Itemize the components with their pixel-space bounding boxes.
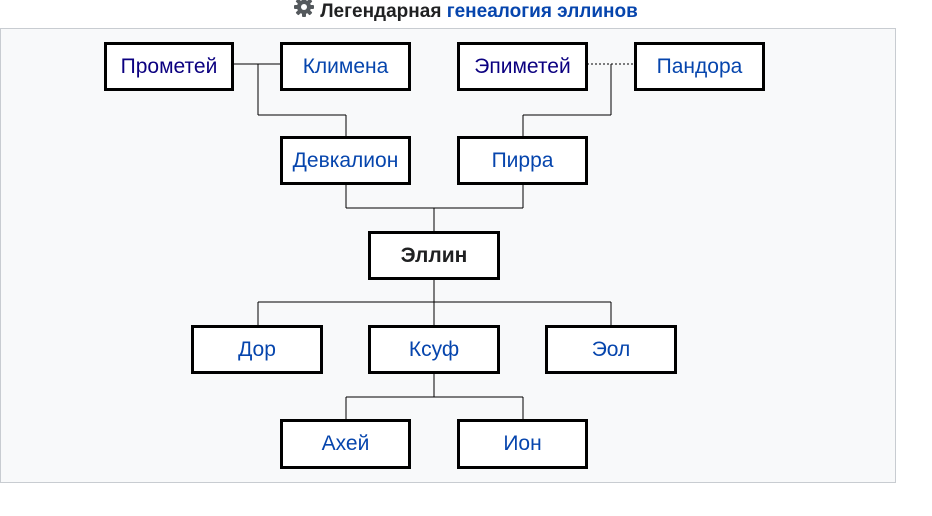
title-link[interactable]: генеалогия эллинов <box>446 1 638 23</box>
node-pandora[interactable]: Пандора <box>634 42 765 91</box>
gear-icon[interactable] <box>294 0 315 24</box>
node-ion[interactable]: Ион <box>457 419 588 469</box>
node-epimetheus[interactable]: Эпиметей <box>457 42 588 91</box>
node-deucalion[interactable]: Девкалион <box>280 136 411 185</box>
node-achaeus[interactable]: Ахей <box>280 419 411 469</box>
node-prometheus[interactable]: Прометей <box>104 42 234 91</box>
node-clymene[interactable]: Климена <box>280 42 411 91</box>
node-xuthus[interactable]: Ксуф <box>368 325 500 374</box>
diagram-title: Легендарная генеалогия эллинов <box>0 0 932 26</box>
node-hellen: Эллин <box>368 231 500 280</box>
node-aeolus[interactable]: Эол <box>545 325 677 374</box>
node-dorus[interactable]: Дор <box>191 325 323 374</box>
node-pyrrha[interactable]: Пирра <box>457 136 588 185</box>
title-text: Легендарная <box>320 1 447 23</box>
